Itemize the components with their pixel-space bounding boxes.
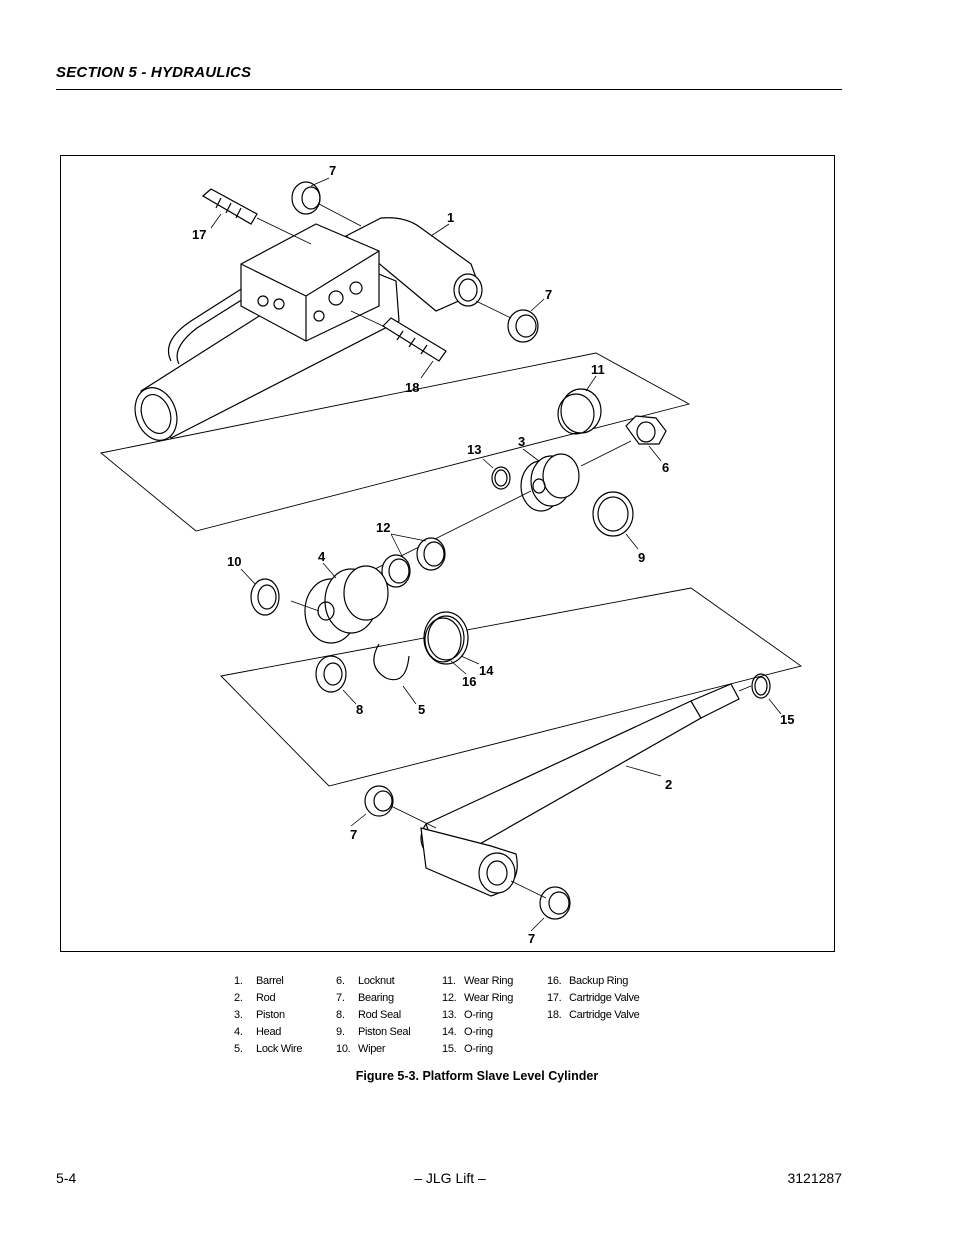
legend-number: 6.: [336, 975, 345, 987]
o-ring-13: [491, 466, 511, 490]
legend-number: 15.: [442, 1043, 457, 1055]
legend-number: 3.: [234, 1009, 243, 1021]
callout-9: 9: [638, 550, 645, 565]
legend-label: O-ring: [464, 1043, 493, 1055]
callout-6: 6: [662, 460, 669, 475]
legend-label: Cartridge Valve: [569, 1009, 640, 1021]
footer-center-text: – JLG Lift –: [414, 1170, 486, 1186]
header-rule: [56, 89, 842, 90]
callout-7-upper-right: 7: [545, 287, 552, 302]
legend-label: Lock Wire: [256, 1043, 303, 1055]
legend-number: 5.: [234, 1043, 243, 1055]
cartridge-valve-18: [350, 310, 447, 362]
callout-4: 4: [318, 549, 326, 564]
callout-12: 12: [376, 520, 390, 535]
callout-14: 14: [479, 663, 494, 678]
wear-ring-11: [557, 388, 602, 435]
legend-number: 12.: [442, 992, 457, 1004]
legend-number: 7.: [336, 992, 345, 1004]
legend-number: 18.: [547, 1009, 562, 1021]
legend-label: Barrel: [256, 975, 284, 987]
footer-doc-number: 3121287: [787, 1170, 842, 1186]
piston-seal-9: [592, 491, 634, 537]
callout-15: 15: [780, 712, 794, 727]
legend-label: Piston Seal: [358, 1026, 411, 1038]
head-part: [290, 565, 389, 644]
backup-ring-16: [423, 611, 469, 665]
plane-lower: [220, 587, 803, 787]
legend-label: Rod: [256, 992, 276, 1004]
legend-label: Rod Seal: [358, 1009, 401, 1021]
callout-3: 3: [518, 434, 525, 449]
barrel-part: [134, 217, 483, 441]
legend-label: Head: [256, 1026, 282, 1038]
rod-part: [420, 683, 752, 897]
legend-label: Wear Ring: [464, 992, 514, 1004]
legend-label: Bearing: [358, 992, 394, 1004]
legend-label: Cartridge Valve: [569, 992, 640, 1004]
wear-ring-12: [381, 537, 446, 588]
legend-number: 9.: [336, 1026, 345, 1038]
o-ring-15: [751, 673, 771, 699]
leader-lines: [210, 177, 782, 932]
legend-label: Wiper: [358, 1043, 386, 1055]
bearing-bottom-left: [364, 785, 437, 829]
cartridge-valve-17: [201, 188, 312, 245]
callout-18: 18: [405, 380, 419, 395]
figure-frame: 7 17 1 7 18 11 13 3 6 12 10 4 9 14 16 8 …: [60, 155, 835, 952]
callout-16: 16: [462, 674, 476, 689]
callout-1: 1: [447, 210, 454, 225]
legend-number: 11.: [442, 975, 456, 987]
legend-label: Locknut: [358, 975, 395, 987]
lock-wire-5: [373, 643, 410, 681]
legend-number: 4.: [234, 1026, 243, 1038]
legend-number: 2.: [234, 992, 243, 1004]
callout-7-top: 7: [329, 163, 336, 178]
callout-2: 2: [665, 777, 672, 792]
legend-number: 8.: [336, 1009, 345, 1021]
bearing-bottom-right: [510, 880, 571, 920]
legend-number: 13.: [442, 1009, 457, 1021]
legend-label: Backup Ring: [569, 975, 629, 987]
callout-7-lower-left: 7: [350, 827, 357, 842]
bearing-top-left: [291, 181, 362, 227]
legend-label: Piston: [256, 1009, 285, 1021]
exploded-view-diagram: 7 17 1 7 18 11 13 3 6 12 10 4 9 14 16 8 …: [99, 163, 803, 946]
footer-page-number: 5-4: [56, 1170, 77, 1186]
callout-7-bottom: 7: [528, 931, 535, 946]
legend-number: 1.: [234, 975, 243, 987]
callout-5: 5: [418, 702, 425, 717]
figure-caption: Figure 5-3. Platform Slave Level Cylinde…: [355, 1069, 599, 1083]
piston-part: [360, 440, 632, 577]
section-title: SECTION 5 - HYDRAULICS: [56, 64, 252, 81]
legend-number: 16.: [547, 975, 562, 987]
legend-label: O-ring: [464, 1026, 493, 1038]
legend-label: Wear Ring: [464, 975, 514, 987]
plane-upper: [99, 352, 691, 532]
legend-number: 14.: [442, 1026, 457, 1038]
rod-seal-8: [315, 655, 347, 693]
callout-11: 11: [591, 362, 605, 377]
legend-number: 17.: [547, 992, 562, 1004]
legend-label: O-ring: [464, 1009, 493, 1021]
callout-8: 8: [356, 702, 363, 717]
callout-10: 10: [227, 554, 241, 569]
callout-13: 13: [467, 442, 481, 457]
legend-number: 10.: [336, 1043, 351, 1055]
bearing-top-right: [475, 300, 539, 343]
callout-17: 17: [192, 227, 206, 242]
locknut-6: [625, 415, 667, 445]
wiper-10: [250, 578, 280, 616]
